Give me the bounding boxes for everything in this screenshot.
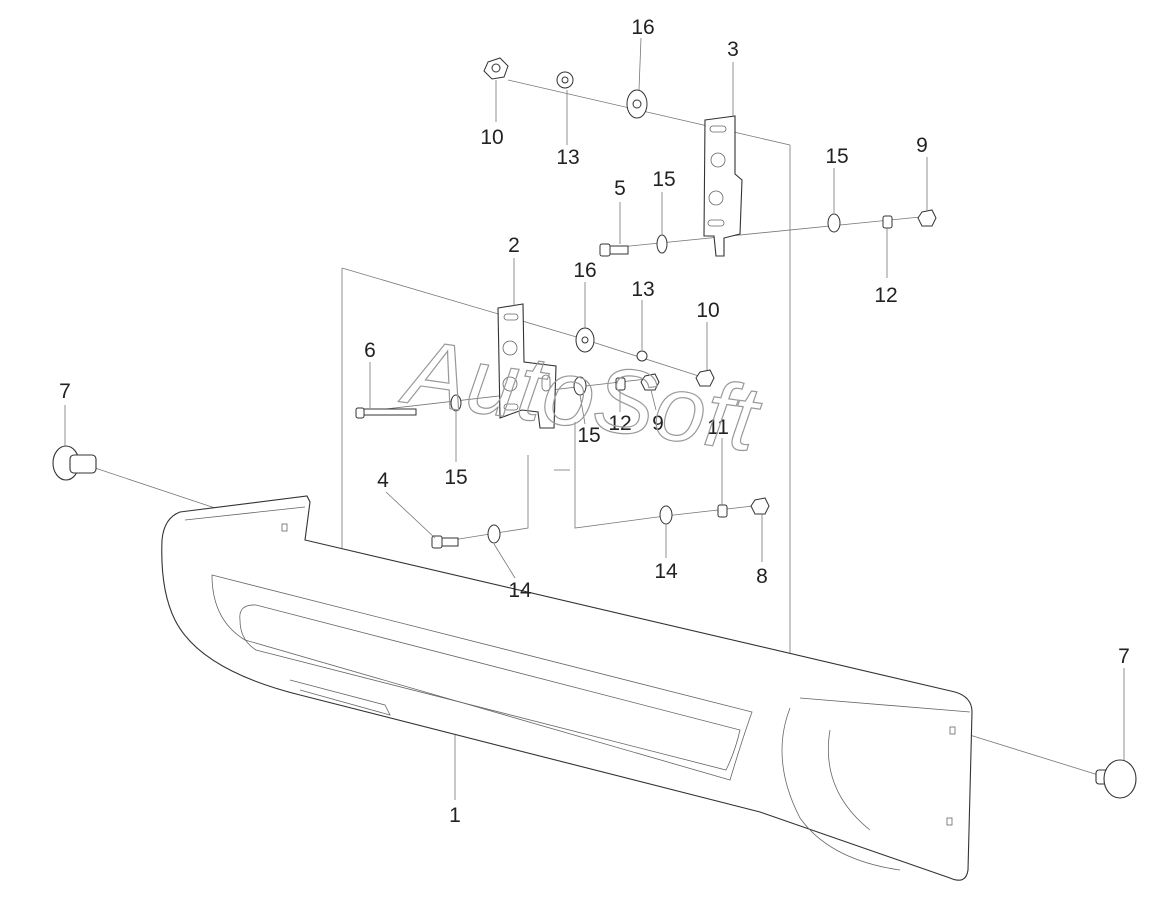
bolt-6-part — [355, 407, 417, 419]
callout-13-upper: 13 — [556, 146, 579, 169]
bolt-5-part — [599, 243, 629, 257]
callout-16-upper: 16 — [631, 16, 654, 39]
callout-12-upper: 12 — [874, 284, 897, 307]
bumper-part — [161, 495, 973, 881]
callout-7-left: 7 — [59, 380, 71, 403]
clip-right-part — [1095, 759, 1137, 799]
callout-9-upper: 9 — [916, 134, 928, 157]
callout-15-upper-right: 15 — [825, 145, 848, 168]
bolt-4-part — [431, 535, 459, 549]
callout-15-left: 15 — [444, 466, 467, 489]
callout-15-mid: 15 — [577, 424, 600, 447]
callout-6: 6 — [364, 339, 376, 362]
clip-left-part — [52, 445, 97, 481]
callout-16-lower: 16 — [573, 259, 596, 282]
callout-1: 1 — [449, 804, 461, 827]
callout-8: 8 — [756, 565, 768, 588]
callout-12-lower: 12 — [608, 412, 631, 435]
callout-2: 2 — [508, 234, 520, 257]
callout-labels: 1 2 3 4 5 6 7 7 8 9 9 10 10 11 12 12 13 … — [59, 16, 1130, 827]
callout-11: 11 — [707, 416, 729, 439]
leader-lines — [64, 37, 1125, 800]
callout-10-upper: 10 — [480, 126, 503, 149]
callout-13-lower: 13 — [631, 278, 654, 301]
callout-9-lower: 9 — [652, 412, 664, 435]
callout-14-left: 14 — [508, 579, 532, 602]
callout-10-lower: 10 — [696, 299, 719, 322]
callout-14-right: 14 — [654, 560, 678, 583]
bracket-right-part — [703, 115, 743, 257]
callout-7-right: 7 — [1118, 645, 1130, 668]
callout-4: 4 — [377, 469, 389, 492]
callout-3: 3 — [727, 38, 739, 61]
bracket-left-part — [497, 303, 557, 429]
small-hardware — [450, 57, 937, 544]
callout-15-upper-left: 15 — [652, 168, 675, 191]
callout-5: 5 — [614, 177, 626, 200]
